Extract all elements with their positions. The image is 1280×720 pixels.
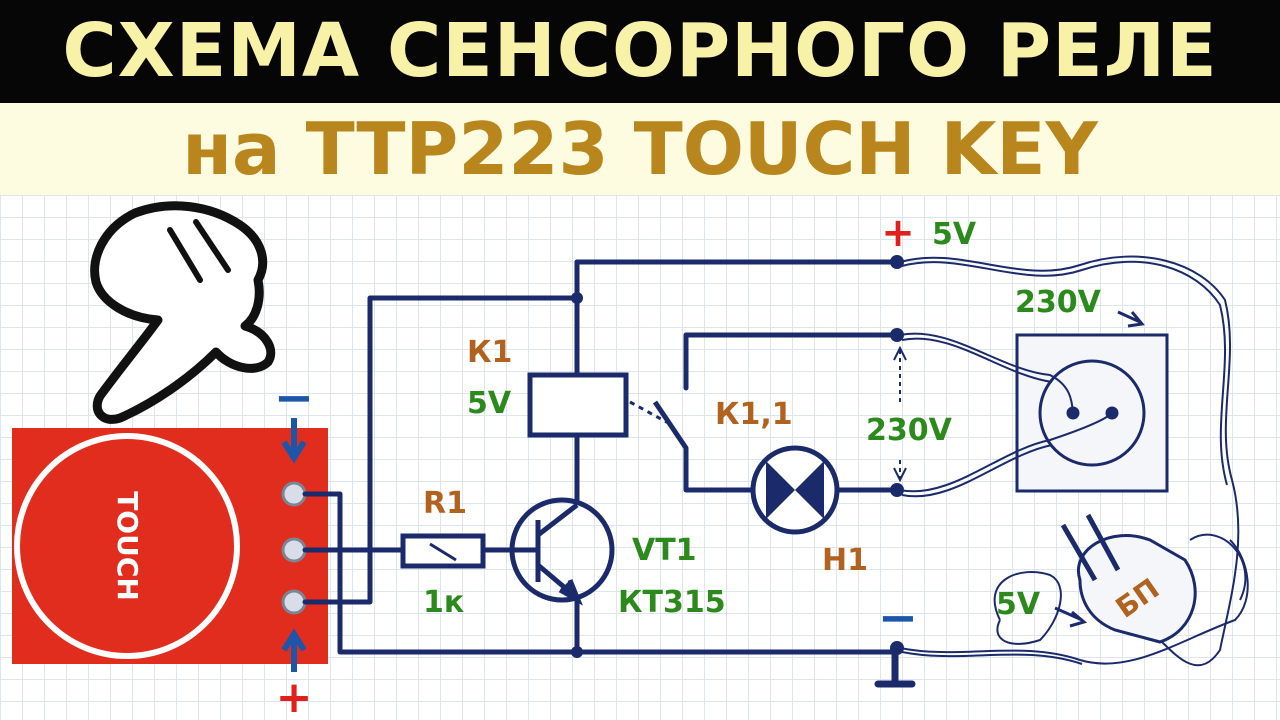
ttp223-module: TOUCH — [12, 428, 328, 664]
minus-sign-right: − — [878, 590, 918, 646]
title-bar-background — [0, 0, 1280, 103]
touch-pad — [14, 433, 240, 659]
plus-sign-top: + — [881, 210, 915, 256]
terminal-230-a — [890, 328, 904, 342]
terminal-230-b — [890, 483, 904, 497]
label-r1: R1 — [423, 486, 467, 521]
terminal-minus — [890, 641, 904, 655]
label-r1-value: 1к — [423, 585, 464, 620]
lamp-h1 — [750, 445, 840, 535]
pcb-board — [12, 428, 328, 664]
label-vt1-type: КТ315 — [618, 585, 726, 620]
module-polarity-markers: − + — [274, 370, 314, 720]
junction-dot-bottom — [571, 646, 583, 658]
label-k1-1: К1,1 — [715, 397, 793, 432]
label-5v-psu: 5V — [996, 587, 1041, 622]
module-plus-sign: + — [276, 672, 313, 720]
psu-pointer-arrow — [1054, 606, 1088, 628]
module-minus-sign: − — [274, 370, 314, 426]
power-supply-psu: БП — [1060, 513, 1197, 644]
module-pin-1 — [281, 481, 307, 507]
label-h1: H1 — [822, 543, 868, 578]
cables — [899, 255, 1249, 667]
label-k1-voltage: 5V — [467, 386, 512, 421]
touch-pad-label: TOUCH — [111, 491, 144, 601]
label-230v-socket: 230V — [1015, 285, 1102, 320]
relay-link-dashed — [629, 400, 673, 427]
title-line-2: на TTP223 TOUCH KEY — [182, 107, 1098, 191]
label-230v-mid: 230V — [866, 413, 953, 448]
module-pin-3 — [281, 589, 307, 615]
subtitle-bar-background — [0, 103, 1280, 195]
label-vt1: VT1 — [632, 533, 697, 568]
terminal-plus — [890, 255, 904, 269]
resistor-r1 — [400, 533, 486, 569]
module-pin-2 — [281, 537, 307, 563]
wires — [302, 259, 916, 688]
junction-dot-top — [571, 292, 583, 304]
terminals — [890, 255, 904, 655]
module-plus-arrow — [281, 628, 307, 672]
socket-pointer-arrow — [1117, 310, 1145, 328]
pointing-hand-icon — [90, 201, 276, 424]
relay-contact — [652, 400, 689, 450]
module-minus-arrow — [281, 418, 307, 464]
title-line-1: СХЕМА СЕНСОРНОГО РЕЛЕ — [62, 8, 1218, 94]
transistor-vt1 — [509, 497, 615, 606]
label-5v-top: 5V — [932, 217, 977, 252]
voltage-arrow-230 — [893, 345, 907, 483]
relay-coil — [527, 372, 629, 438]
power-socket — [1015, 333, 1169, 493]
label-k1: К1 — [467, 335, 512, 370]
